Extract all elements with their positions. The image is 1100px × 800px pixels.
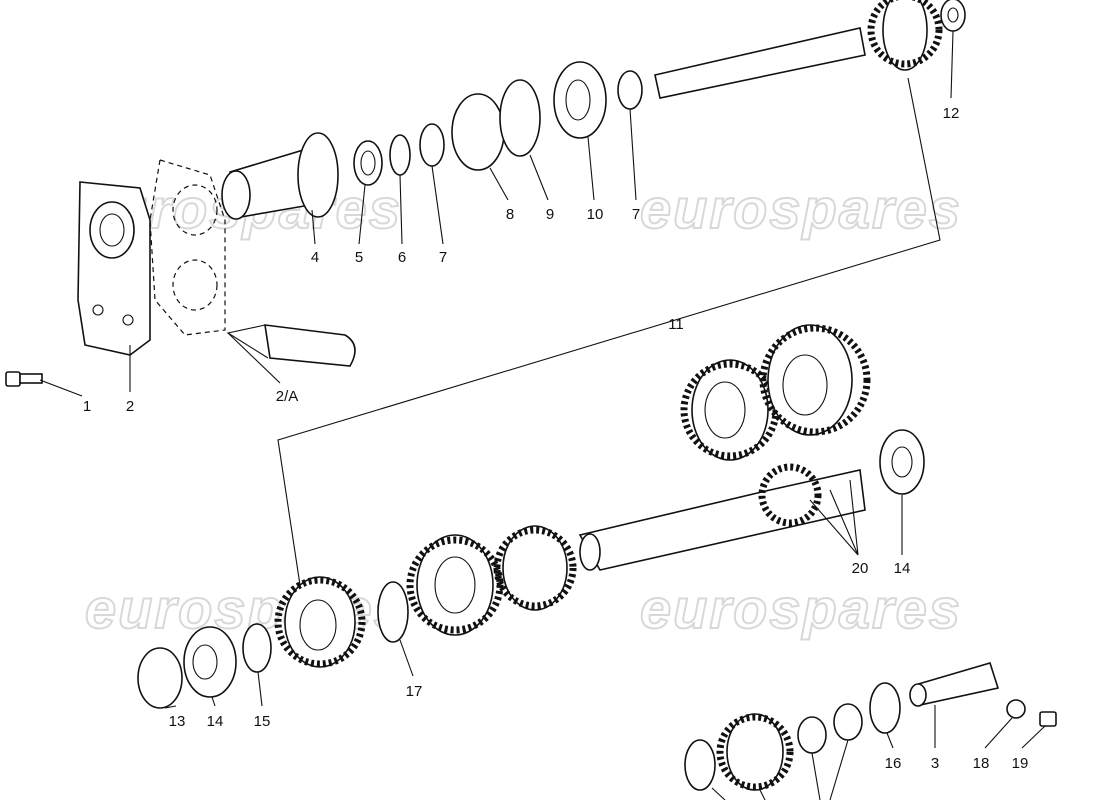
callout-18: 18	[973, 755, 990, 772]
part-5-seal	[353, 140, 383, 186]
part-6-circlip	[389, 134, 411, 176]
callout-20: 20	[852, 560, 869, 577]
watermark: eurospares	[640, 577, 962, 640]
callout-13: 13	[169, 713, 186, 730]
callout-1: 1	[83, 398, 91, 415]
callout-5: 5	[355, 249, 363, 266]
part-2-cover	[77, 181, 151, 356]
callout-7: 7	[439, 249, 447, 266]
callout-6: 6	[398, 249, 406, 266]
callout-2: 2	[126, 398, 134, 415]
part-4-sleeve	[221, 132, 339, 220]
callout-3: 3	[931, 755, 939, 772]
part-15-circlip	[242, 623, 272, 673]
callout-2a: 2/A	[276, 388, 299, 405]
callout-14: 14	[207, 713, 224, 730]
callout-7: 7	[632, 206, 640, 223]
needle-bearing	[833, 703, 863, 741]
watermark: eurospares	[640, 177, 962, 240]
part-2a-sealant-tube	[226, 324, 356, 367]
part-7-washer-2	[617, 70, 643, 110]
needle-bearing	[797, 716, 827, 754]
part-12-nut	[940, 0, 966, 32]
thrust-washer	[684, 739, 716, 791]
callout-10: 10	[587, 206, 604, 223]
callout-17: 17	[406, 683, 423, 700]
part-7-washer	[419, 123, 445, 167]
callout-12: 12	[943, 105, 960, 122]
part-8-ring	[451, 93, 505, 171]
part-1-bolt	[5, 371, 43, 387]
callout-14: 14	[894, 560, 911, 577]
callout-19: 19	[1012, 755, 1029, 772]
watermark: eurospares	[85, 577, 407, 640]
callout-16: 16	[885, 755, 902, 772]
part-18-washer	[1006, 699, 1026, 719]
callout-9: 9	[546, 206, 554, 223]
part-9-ring	[499, 79, 541, 157]
part-13-washer	[137, 647, 183, 709]
gear-cluster	[578, 324, 871, 571]
part-10-bearing	[553, 61, 607, 139]
gasket-outline	[149, 159, 226, 336]
part-14-bearing-2	[183, 626, 237, 698]
callout-15: 15	[254, 713, 271, 730]
leader-lines	[39, 30, 1046, 800]
main-shaft	[654, 0, 943, 99]
part-16-washer	[869, 682, 901, 734]
part-3-shaft	[909, 662, 1000, 707]
gear-17-area	[274, 525, 577, 668]
callout-8: 8	[506, 206, 514, 223]
callout-11: 11	[668, 316, 684, 333]
part-19-bolt	[1039, 711, 1057, 727]
callout-4: 4	[311, 249, 319, 266]
part-14-bearing	[879, 429, 925, 495]
